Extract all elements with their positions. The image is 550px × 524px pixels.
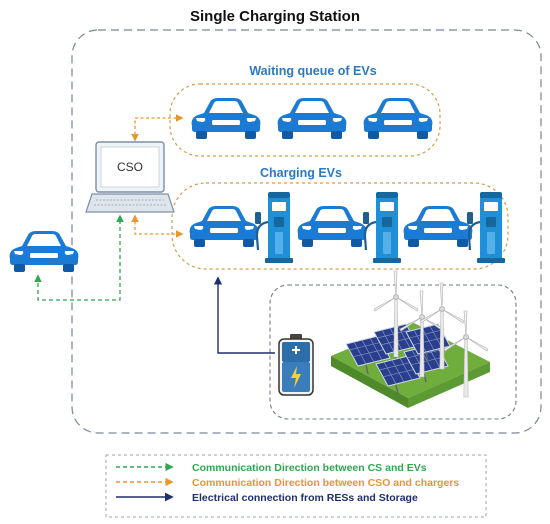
car-icon bbox=[297, 206, 367, 247]
legend-label-cso-chargers: Communication Direction between CSO and … bbox=[192, 477, 459, 489]
waiting-queue-box bbox=[169, 83, 441, 157]
electrical-link bbox=[213, 276, 275, 354]
cso-queue-link bbox=[131, 114, 184, 142]
legend-item: Electrical connection from RESs and Stor… bbox=[116, 492, 418, 504]
diagram-title: Single Charging Station bbox=[190, 8, 360, 25]
charger-icon bbox=[361, 190, 403, 265]
legend-item: Communication Direction between CS and E… bbox=[116, 462, 427, 474]
car-icon bbox=[191, 98, 261, 139]
computer-icon bbox=[85, 141, 175, 213]
waiting-queue-label: Waiting queue of EVs bbox=[249, 64, 376, 78]
car-icon bbox=[277, 98, 347, 139]
cs-ev-link bbox=[34, 214, 124, 301]
charging-evs-label: Charging EVs bbox=[260, 166, 342, 180]
charger-icon bbox=[465, 190, 507, 265]
solar-panel-icon bbox=[331, 322, 490, 408]
legend-label-cs-evs: Communication Direction between CS and E… bbox=[192, 462, 427, 474]
battery-icon bbox=[278, 334, 314, 396]
charger-icon bbox=[253, 190, 295, 265]
car-icon bbox=[403, 206, 473, 247]
car-icon bbox=[9, 231, 79, 272]
car-icon bbox=[189, 206, 259, 247]
legend-item: Communication Direction between CSO and … bbox=[116, 477, 459, 489]
car-icon bbox=[363, 98, 433, 139]
legend-label-electrical: Electrical connection from RESs and Stor… bbox=[192, 492, 418, 504]
renewables-box bbox=[269, 284, 517, 420]
cso-label: CSO bbox=[117, 160, 143, 174]
cso-chargers-link bbox=[131, 214, 184, 238]
